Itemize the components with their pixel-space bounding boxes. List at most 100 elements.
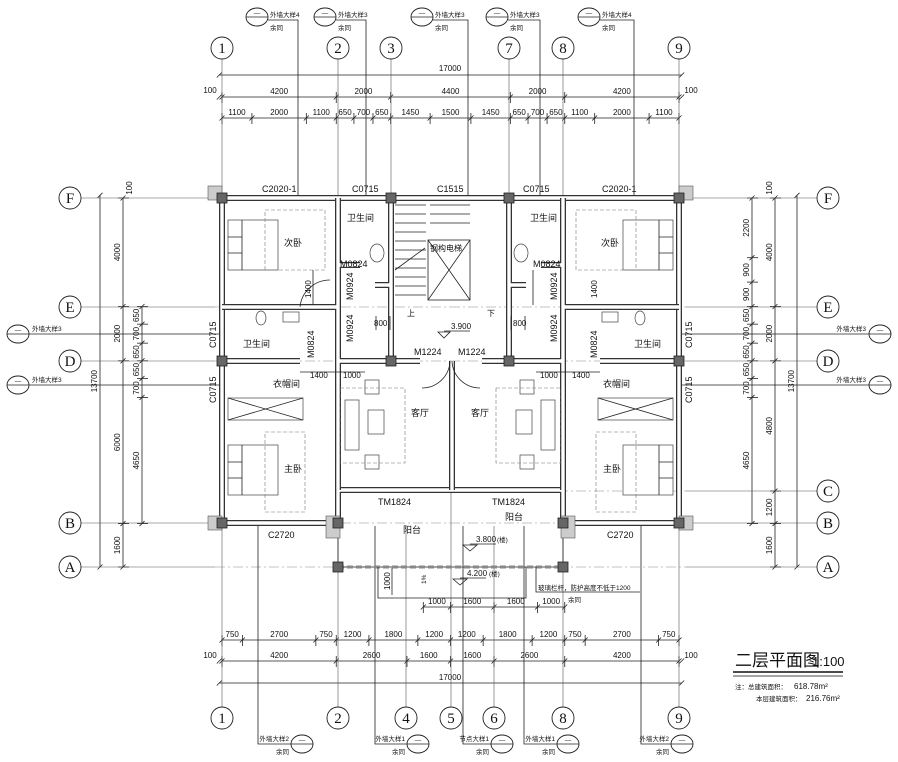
callout-label: 外墙大样2 [639,734,669,743]
axis-bottom: 5 [439,706,463,730]
callout-same: 余同 [435,23,448,32]
callout-label: 外墙大样3 [435,10,465,19]
dim-text: 4200 [613,651,631,660]
callout-symbol: — [299,737,306,744]
room-label: 主卧 [603,463,621,474]
dim-text: 2600 [520,651,538,660]
dim-text: 1400 [310,371,328,380]
dim-text: 17000 [439,673,462,682]
callout-symbol: — [679,737,686,744]
dim-text: 1200 [765,498,774,516]
stair-down-label: 下 [487,309,495,318]
dim-tick [678,680,685,686]
dim-text: 1100 [228,108,246,117]
room-label: 次卧 [284,237,302,248]
window-label: C0715 [684,376,694,403]
dim-text: 2600 [363,651,381,660]
dim-text: 2000 [765,324,774,342]
room-label: 卫生间 [243,338,270,349]
callout-same: 余同 [602,23,615,32]
note-label: 注：总建筑面积： [735,682,787,691]
callout-symbol: — [586,10,593,17]
room-labels: 次卧 次卧 卫生间 卫生间 卫生间 卫生间 钢构电梯 上 下 衣帽间 衣帽间 主… [243,212,661,535]
room-label: 卫生间 [530,212,557,223]
axis-bubble [551,36,575,60]
callout-label: 外墙大样1 [375,734,405,743]
dim-text: 1100 [571,108,589,117]
dim-text: 1200 [540,630,558,639]
axis-left: A [58,555,82,579]
drawing-title: 二层平面图 [735,651,820,670]
detail-callout-icon: — [868,324,892,344]
window-label: C0715 [523,184,550,194]
dim-text: 650 [513,108,527,117]
dim-text: 4400 [442,87,460,96]
axis-bubble [439,706,463,730]
dim-text: 2000 [529,87,547,96]
callout-same: 余同 [542,747,555,756]
dim-text: 100 [203,651,217,660]
axis-bubble [497,36,521,60]
axis-bottom: 8 [551,706,575,730]
sofa-icon [344,399,360,451]
stair-up-label: 上 [407,309,415,318]
axis-bubble [326,36,350,60]
toilet-icon [369,243,385,263]
interior-dimensions: 1400 1400 800 800 1400 1400 1000 1000 [300,270,600,380]
callout-same: 余同 [392,747,405,756]
dim-text: 100 [125,181,134,195]
axis-label: E [823,300,832,316]
bed-icon [622,444,674,496]
axis-bubble [58,555,82,579]
dim-text: 650 [132,362,141,376]
window-label: C2720 [607,530,634,540]
level-text: 3.900 [451,322,472,331]
dim-text: 2200 [742,218,751,236]
dim-text: 1800 [384,630,402,639]
callout-label: 外墙大样2 [259,734,289,743]
dim-text: 4800 [765,416,774,434]
callout-label: 外墙大样3 [338,10,368,19]
toilet-icon [513,243,529,263]
furniture [227,209,674,513]
room-label: 钢构电梯 [430,243,462,253]
dim-tick [216,680,223,686]
door-label: M1224 [414,347,442,357]
table-icon [515,409,533,435]
callout-symbol: — [254,10,261,17]
dim-tick [97,192,103,199]
dim-text: 4650 [742,451,751,469]
axis-label: 6 [490,711,498,727]
axis-left: E [58,295,82,319]
level-suffix: (楼) [497,535,508,544]
door-label: TM1824 [492,497,525,507]
railing-same: 余同 [568,595,581,604]
bed-icon [227,219,279,271]
detail-callout-icon: — [490,734,514,754]
axis-bottom: 6 [482,706,506,730]
axis-bottom: 4 [394,706,418,730]
axis-bubble [816,555,840,579]
axis-bottom: 2 [326,706,350,730]
detail-callout-icon: — [290,734,314,754]
callout-label: 外墙大样3 [32,324,62,333]
elevator-shaft [427,239,471,301]
dim-text: 1000 [540,371,558,380]
callout-symbol: — [499,737,506,744]
axis-bubble [379,36,403,60]
axis-bubble [210,36,234,60]
dim-text: 750 [319,630,333,639]
axis-bottom: 1 [210,706,234,730]
axis-top: 2 [326,36,350,60]
axis-bubble [816,511,840,535]
axis-bottom: 9 [667,706,691,730]
axis-bubble [816,479,840,503]
dim-text: 750 [226,630,240,639]
dim-text: 800 [513,319,527,328]
axis-label: 9 [675,41,683,57]
level-text: 3.800 [476,535,497,544]
dim-text: 1000 [343,371,361,380]
detail-callout-icon: — [6,324,30,344]
axis-right: E [816,295,840,319]
axis-bubble [816,295,840,319]
